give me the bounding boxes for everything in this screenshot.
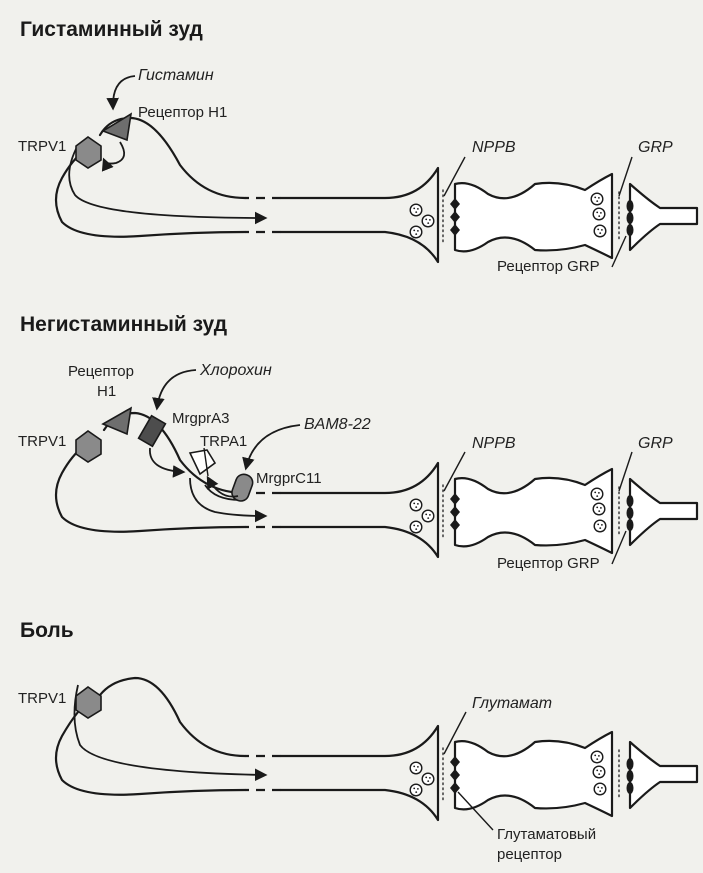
trpv1-label: TRPV1 <box>18 138 66 155</box>
histamine-label: Гистамин <box>138 67 214 84</box>
h1-receptor-label: Рецептор H1 <box>138 104 227 121</box>
grp-receptors <box>626 200 634 236</box>
nerve-ending-loop <box>54 710 247 796</box>
vesicle <box>592 502 606 516</box>
vesicle <box>592 765 606 779</box>
glutamate-receptor-label: Глутаматовый <box>497 826 596 843</box>
panel-title: Негистаминный зуд <box>20 313 227 336</box>
nppb-pointer <box>443 156 466 197</box>
nerve-ending-loop <box>54 148 247 238</box>
nppb-receptors <box>450 198 460 236</box>
nerve-ending-loop <box>98 116 247 200</box>
downstream-neuron <box>628 740 699 810</box>
vesicle <box>593 782 607 796</box>
vesicle <box>409 783 423 797</box>
bam-label: BAM8-22 <box>304 416 371 433</box>
glutamate-receptor-label: рецептор <box>497 846 562 863</box>
vesicle <box>409 520 423 534</box>
mrgprc11-label: MrgprC11 <box>256 470 322 487</box>
panel-title: Боль <box>20 619 74 642</box>
nerve-ending-loop <box>98 676 247 758</box>
h1-receptor <box>101 112 133 142</box>
trpv1-channel <box>75 430 102 463</box>
vesicle <box>590 487 604 501</box>
mrgpra3-receptor <box>137 414 167 448</box>
sensory-neuron <box>279 166 440 264</box>
mrgpra3-label: MrgprA3 <box>172 410 230 427</box>
grp-receptor-neuron <box>628 477 699 547</box>
grp-receptor-pointer <box>611 530 627 565</box>
grp-receptor-neuron <box>628 182 699 252</box>
grp-receptor-pointer <box>611 235 627 268</box>
panel-histamine-itch: Гистаминный зуд TRPV1 Рецептор H1 Гистам… <box>18 18 699 275</box>
grp-pointer <box>618 156 633 197</box>
vesicle <box>590 750 604 764</box>
trpv1-channel <box>75 136 102 169</box>
vesicle <box>593 519 607 533</box>
downstream-receptors <box>626 758 634 794</box>
activation-arrow <box>101 141 126 172</box>
vesicle <box>593 224 607 238</box>
h1-receptor-label: H1 <box>97 383 116 400</box>
panel-pain: Боль TRPV1 Глутамат Глутаматовый <box>18 619 699 863</box>
vesicle <box>409 225 423 239</box>
vesicle <box>421 509 435 523</box>
nppb-label: NPPB <box>472 139 516 156</box>
bam-arrow <box>242 424 301 471</box>
vesicle <box>592 207 606 221</box>
grp-receptor-label: Рецептор GRP <box>497 555 600 572</box>
grp-receptors <box>626 495 634 531</box>
trpa1-channel <box>188 449 217 476</box>
h1-receptor <box>101 406 133 436</box>
glutamate-label: Глутамат <box>472 695 552 712</box>
trpv1-channel <box>75 686 102 719</box>
grp-pointer <box>618 451 633 492</box>
histamine-arrow <box>106 75 136 111</box>
nppb-label: NPPB <box>472 435 516 452</box>
signal-arrow <box>73 684 268 782</box>
panel-title: Гистаминный зуд <box>20 18 203 41</box>
spinal-interneuron <box>453 730 614 818</box>
glutamate-pointer <box>443 711 467 755</box>
nppb-pointer <box>443 451 466 492</box>
nerve-ending-loop <box>54 443 247 533</box>
spinal-interneuron <box>453 467 614 555</box>
grp-label: GRP <box>638 139 673 156</box>
vesicle <box>409 203 423 217</box>
activation-arrow <box>206 475 239 498</box>
trpv1-label: TRPV1 <box>18 690 66 707</box>
activation-arrow <box>149 447 186 478</box>
grp-label: GRP <box>638 435 673 452</box>
vesicle <box>409 761 423 775</box>
vesicle <box>590 192 604 206</box>
grp-receptor-label: Рецептор GRP <box>497 258 600 275</box>
glutamate-receptor-pointer <box>457 791 494 831</box>
vesicle <box>409 498 423 512</box>
sensory-neuron <box>279 461 440 559</box>
vesicle <box>421 214 435 228</box>
signal-arrow <box>68 144 268 225</box>
mrgprc11-receptor <box>231 473 254 502</box>
chloroquine-label: Хлорохин <box>199 362 272 379</box>
nppb-receptors <box>450 493 460 531</box>
h1-receptor-label: Рецептор <box>68 363 134 380</box>
sensory-neuron <box>279 724 440 822</box>
glutamate-receptors <box>450 756 460 794</box>
vesicle <box>421 772 435 786</box>
panel-nonhistamine-itch: Негистаминный зуд TRPV1 Рецептор H1 Mrgp… <box>18 313 699 572</box>
chloroquine-arrow <box>152 369 197 411</box>
trpa1-label: TRPA1 <box>200 433 247 450</box>
signal-arrow <box>189 477 268 523</box>
spinal-interneuron <box>453 172 614 260</box>
trpa1-pore <box>203 447 209 477</box>
trpv1-label: TRPV1 <box>18 433 66 450</box>
